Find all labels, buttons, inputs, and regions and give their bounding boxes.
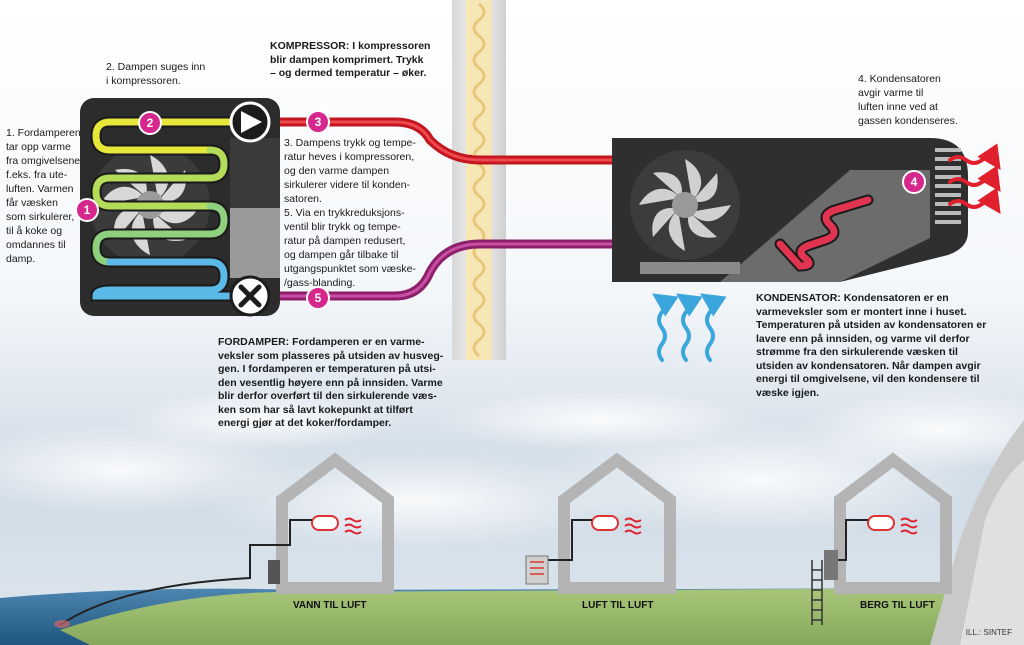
- condenser-grille: [935, 148, 961, 224]
- svg-text:3: 3: [315, 115, 322, 129]
- warm-air-arrows: [948, 143, 1001, 214]
- svg-text:LUFT TIL LUFT: LUFT TIL LUFT: [582, 600, 653, 611]
- illustration-credit: ILL.: SINTEF: [965, 628, 1012, 637]
- compressor-body: I kompressoren blir dampen komprimert. T…: [270, 40, 431, 79]
- step-badge-5: 5: [306, 286, 330, 310]
- condenser-fan-icon: [630, 150, 740, 260]
- svg-text:1: 1: [84, 203, 91, 217]
- cold-air-arrows: [652, 293, 727, 362]
- house-rock-to-air: BERG TIL LUFT: [811, 452, 952, 625]
- evaporator-heading: FORDAMPER:: [218, 336, 290, 348]
- svg-text:4: 4: [911, 175, 918, 189]
- house-wall: [452, 0, 506, 360]
- evaporator-body: Fordamperen er en varme- veksler som pla…: [218, 336, 444, 429]
- svg-text:VANN TIL LUFT: VANN TIL LUFT: [293, 600, 367, 611]
- evaporator-description: FORDAMPER: Fordamperen er en varme- veks…: [218, 336, 458, 431]
- condenser-heading: KONDENSATOR:: [756, 292, 841, 304]
- svg-text:2: 2: [147, 116, 154, 130]
- step-4-text: 4. Kondensatoren avgir varme til luften …: [858, 73, 958, 127]
- compressor-description: KOMPRESSOR: I kompressoren blir dampen k…: [270, 40, 460, 81]
- step-1-text: 1. Fordamperen tar opp varme fra omgivel…: [6, 127, 84, 265]
- step-badge-4: 4: [902, 170, 926, 194]
- condenser-description: KONDENSATOR: Kondensatoren er en varmeve…: [756, 292, 996, 400]
- step-2-text: 2. Dampen suges inn i kompressoren.: [106, 61, 206, 87]
- house-water-to-air: VANN TIL LUFT: [54, 452, 394, 628]
- svg-text:5: 5: [315, 291, 322, 305]
- grass: [60, 586, 1024, 645]
- house-air-to-air: LUFT TIL LUFT: [525, 452, 676, 611]
- compressor-icon: [229, 101, 271, 143]
- evaporator-unit: [80, 98, 280, 316]
- step-badge-1: 1: [75, 198, 99, 222]
- expansion-valve-icon: [229, 275, 271, 317]
- compressor-heading: KOMPRESSOR:: [270, 40, 350, 52]
- step-badge-2: 2: [138, 111, 162, 135]
- step-5-text: 5. Via en trykkreduksjons- ventil blir t…: [284, 207, 416, 289]
- condenser-body: Kondensatoren er en varmeveksler som er …: [756, 292, 987, 399]
- svg-text:BERG TIL LUFT: BERG TIL LUFT: [860, 600, 935, 611]
- condenser-unit: [612, 138, 968, 282]
- step-3-text: 3. Dampens trykk og tempe- ratur heves i…: [284, 137, 416, 205]
- step-badge-3: 3: [306, 110, 330, 134]
